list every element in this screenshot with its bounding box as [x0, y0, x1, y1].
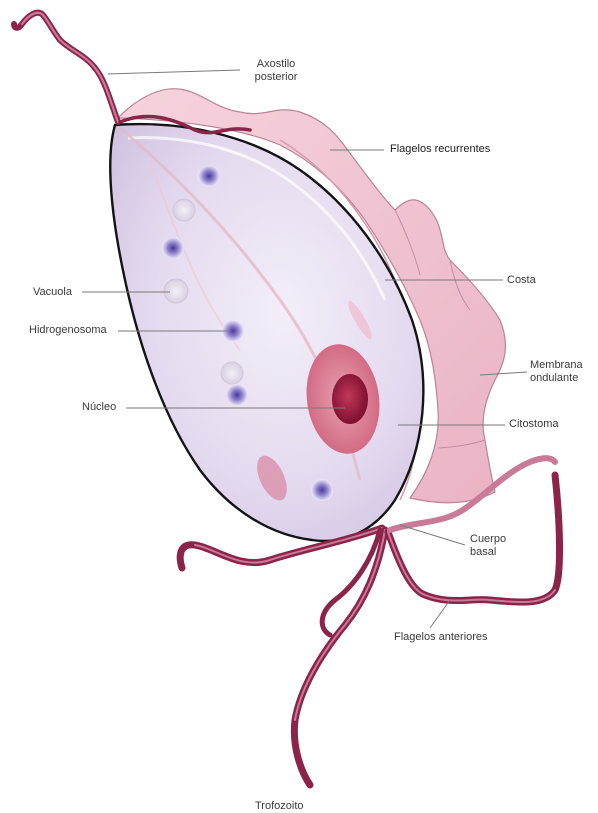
posterior-axostyle-tail	[14, 13, 118, 122]
hydrogenosome	[311, 479, 333, 501]
leader-axostilo	[108, 70, 240, 74]
leader-flagelos-anteriores	[430, 600, 450, 628]
label-membrana-line1: Membrana	[530, 359, 583, 372]
leader-cuerpo-basal	[400, 525, 465, 545]
label-hidrogenosoma: Hidrogenosoma	[29, 324, 107, 337]
flagellum-1	[180, 528, 382, 568]
label-cuerpo-basal-line2: basal	[470, 546, 506, 559]
label-axostilo: Axostilo posterior	[240, 58, 312, 84]
tail-highlight	[22, 13, 118, 122]
hydrogenosome	[162, 237, 184, 259]
label-trofozoito: Trofozoito	[255, 800, 304, 813]
label-membrana-line2: ondulante	[530, 372, 583, 385]
flagellum-2	[294, 530, 385, 785]
label-cuerpo-basal-line1: Cuerpo	[470, 533, 506, 546]
hydrogenosome	[198, 165, 220, 187]
label-axostilo-line2: posterior	[240, 71, 312, 84]
vacuole	[173, 199, 195, 221]
label-citostoma: Citostoma	[509, 418, 559, 431]
label-cuerpo-basal: Cuerpo basal	[470, 533, 506, 559]
label-costa: Costa	[507, 274, 536, 287]
label-membrana: Membrana ondulante	[530, 359, 583, 385]
label-axostilo-line1: Axostilo	[240, 58, 312, 71]
label-flagelos-recurrentes: Flagelos recurrentes	[390, 143, 490, 156]
vacuole	[164, 279, 188, 303]
hydrogenosome	[226, 384, 248, 406]
label-flagelos-anteriores: Flagelos anteriores	[394, 631, 488, 644]
vacuole	[221, 362, 243, 384]
label-nucleo: Núcleo	[82, 401, 116, 414]
nucleolus	[332, 374, 368, 424]
label-vacuola: Vacuola	[33, 286, 72, 299]
